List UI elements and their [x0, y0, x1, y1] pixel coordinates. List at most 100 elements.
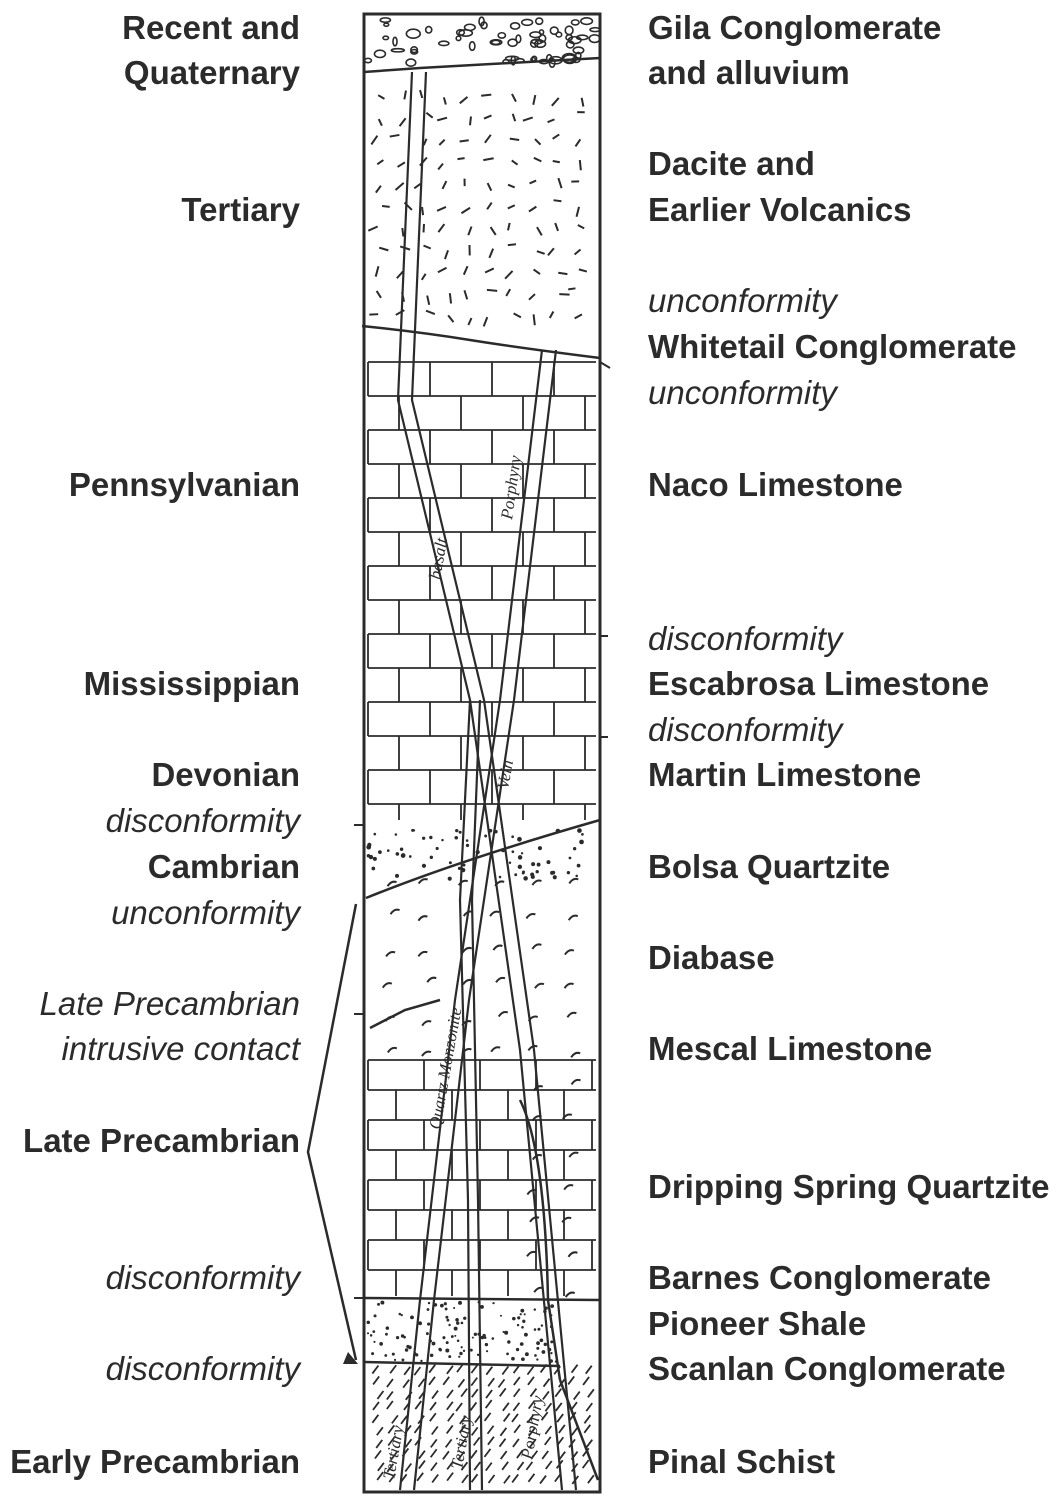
schist-dash [392, 1415, 398, 1423]
schist-dash [387, 1401, 393, 1409]
schist-dash [429, 1377, 435, 1385]
pebble [439, 41, 449, 45]
quartz-grain [413, 829, 415, 831]
shale-dot [458, 1301, 462, 1305]
age-label-tertiary: Tertiary [181, 188, 300, 232]
pebble [571, 20, 579, 25]
shale-dot [445, 1316, 448, 1319]
volcanic-dash [396, 183, 404, 190]
age-label-quaternary: Quaternary [124, 51, 300, 95]
contact-label-disconformity: disconformity [106, 1347, 300, 1391]
pebble [556, 32, 562, 37]
shale-dot [541, 1324, 543, 1326]
schist-dash [488, 1378, 494, 1386]
whitetail-unconformity [362, 326, 600, 358]
pebble [536, 18, 543, 24]
schist-dash [404, 1367, 410, 1375]
shale-dot [537, 1328, 540, 1331]
unit-label-pioneer: Pioneer Shale [648, 1302, 866, 1346]
diabase-mark [526, 914, 535, 919]
quartz-grain [523, 876, 528, 881]
limestone-brick-pattern [368, 362, 596, 820]
schist-dash [514, 1377, 520, 1385]
volcanic-dash [491, 227, 496, 235]
quartz-grain [367, 854, 371, 858]
volcanic-dash [437, 207, 446, 211]
volcanic-dash [442, 181, 446, 189]
quartz-grain [573, 847, 576, 850]
shale-dot [472, 1337, 474, 1339]
quartz-grain [395, 874, 399, 878]
dike-label-vein: Vein [493, 759, 517, 791]
age-label-late-precambrian: Late Precambrian [23, 1119, 300, 1163]
shale-dot [520, 1309, 524, 1313]
volcanic-dash [485, 135, 491, 143]
shale-dot [392, 1353, 395, 1356]
shale-dot [534, 1328, 537, 1331]
schist-dash [474, 1437, 480, 1445]
volcanic-dash [534, 314, 535, 325]
volcanic-dash [506, 289, 510, 296]
shale-dot [550, 1352, 552, 1354]
volcanic-dash [448, 315, 453, 322]
schist-dash [486, 1367, 492, 1375]
volcanic-dash [537, 227, 542, 235]
volcanic-dash [378, 95, 384, 99]
quartz-grain [387, 849, 390, 852]
volcanic-dash [422, 207, 423, 215]
schist-dash [514, 1425, 520, 1433]
shale-dot [440, 1304, 444, 1308]
pebble [522, 19, 533, 25]
volcanic-dash [555, 223, 558, 231]
quartz-grain [550, 871, 554, 875]
volcanic-dash [468, 227, 471, 236]
volcanic-dash [382, 206, 390, 207]
schist-dash [419, 1461, 425, 1469]
schist-dash [545, 1403, 551, 1411]
volcanic-dash [437, 118, 447, 121]
volcanic-dash [400, 118, 406, 126]
age-label-mississippian: Mississippian [84, 662, 300, 706]
schist-dash [503, 1403, 509, 1411]
volcanic-dash [450, 293, 451, 303]
porphyry-dike-edge [414, 350, 556, 1490]
schist-dash [574, 1392, 580, 1400]
volcanic-dash [439, 140, 444, 145]
shale-dot [506, 1352, 509, 1355]
pebble [589, 35, 600, 43]
quartz-grain [522, 872, 525, 875]
shale-dot [367, 1321, 371, 1325]
quartz-grain [378, 850, 382, 854]
schist-dash [387, 1392, 393, 1400]
age-label-early-precambrian: Early Precambrian [10, 1440, 300, 1484]
contact-label-unconformity: unconformity [111, 891, 300, 935]
shale-dot [521, 1326, 524, 1329]
schist-dash [472, 1389, 478, 1397]
schist-dash [448, 1413, 454, 1421]
schist-dash [462, 1475, 468, 1483]
schist-dash [418, 1379, 424, 1387]
diabase-mark [388, 1048, 397, 1053]
volcanic-dash [558, 273, 567, 274]
shale-dot [542, 1350, 546, 1354]
schist-dash [498, 1379, 504, 1387]
unit-label-gila: Gila Conglomerate [648, 6, 941, 50]
schist-dash [584, 1415, 590, 1423]
shale-dot [461, 1322, 464, 1325]
schist-dash [471, 1450, 477, 1458]
volcanic-dash [444, 97, 446, 104]
contact-label-disconformity: disconformity [106, 1256, 300, 1300]
quartz-grain [396, 852, 400, 856]
volcanic-dash [426, 113, 432, 118]
diabase-mark [527, 1252, 536, 1257]
schist-dash [415, 1401, 421, 1409]
schist-dash [414, 1367, 420, 1375]
shale-dot [370, 1334, 373, 1337]
quartz-grain [395, 833, 398, 836]
contact-label-disconformity: disconformity [648, 708, 842, 752]
shale-dot [500, 1315, 502, 1317]
schist-dash [546, 1461, 552, 1469]
volcanic-dash [438, 224, 444, 232]
pebble [406, 59, 416, 66]
volcanic-dash [445, 250, 448, 259]
